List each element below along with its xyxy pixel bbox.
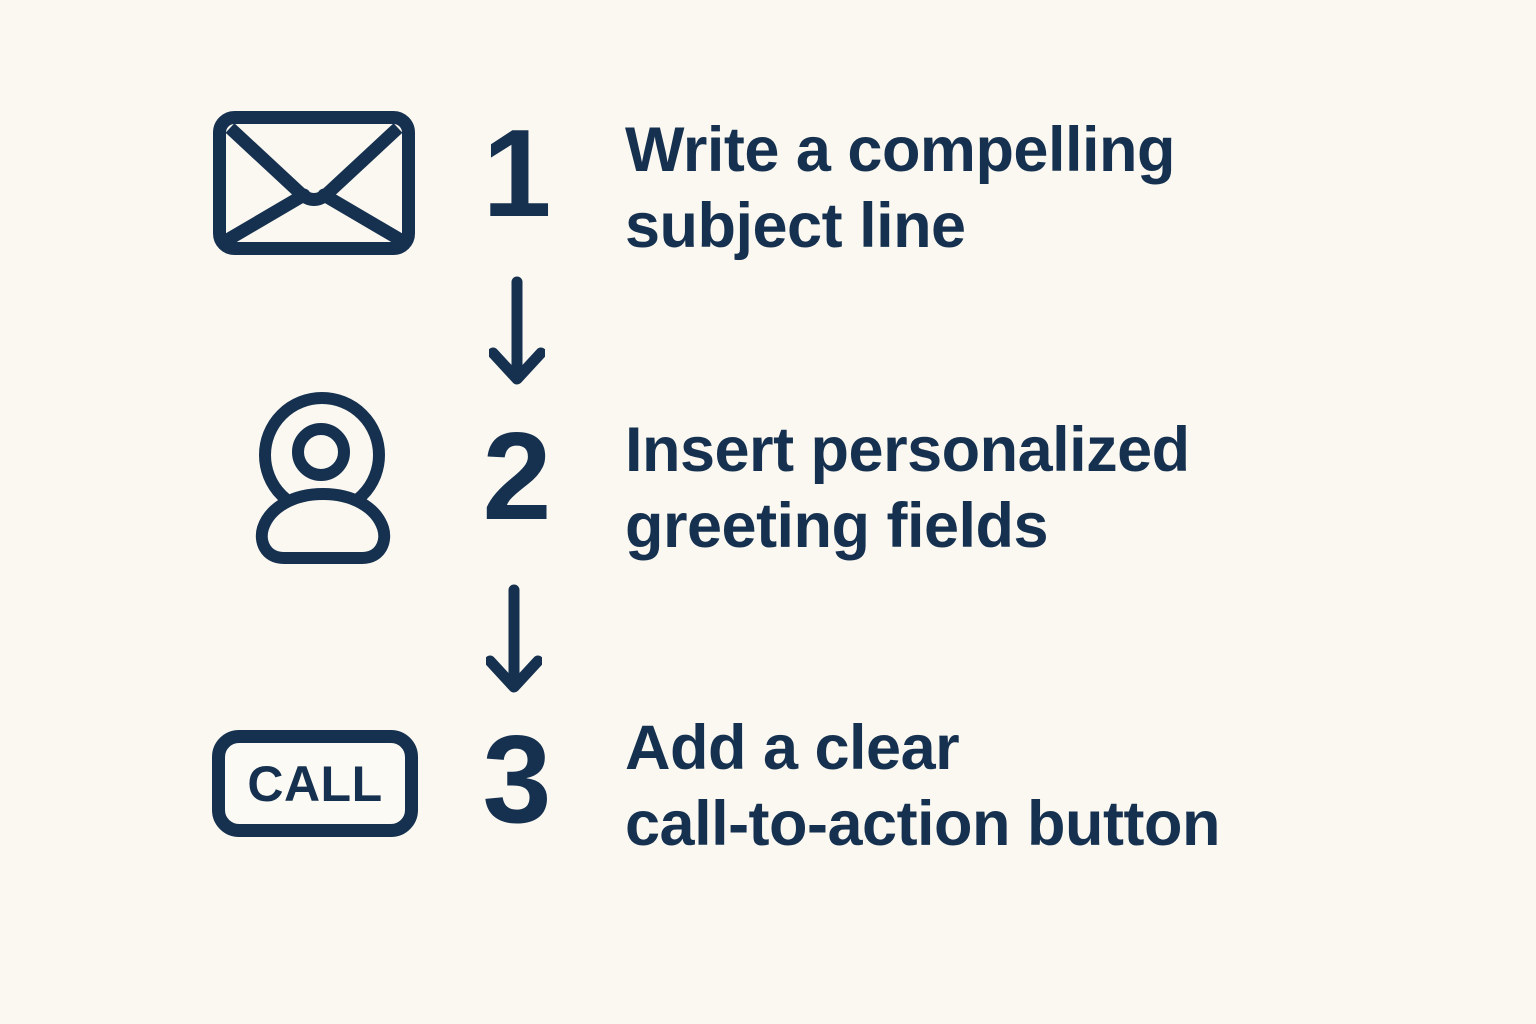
- step-2-number: 2: [482, 408, 552, 546]
- step-3-text-line2: call-to-action button: [625, 789, 1220, 859]
- step-1-text: Write a compelling subject line: [625, 112, 1175, 264]
- step-1-number: 1: [482, 105, 552, 243]
- step-2-text-line1: Insert personalized: [625, 415, 1190, 485]
- person-icon: [248, 392, 398, 568]
- step-2-text: Insert personalized greeting fields: [625, 412, 1190, 564]
- call-button-icon: CALL: [212, 730, 418, 837]
- call-button-label: CALL: [247, 755, 383, 812]
- arrow-down-icon: [489, 276, 545, 388]
- step-2-text-line2: greeting fields: [625, 491, 1049, 561]
- step-3-text-line1: Add a clear: [625, 713, 960, 783]
- step-1-text-line1: Write a compelling: [625, 115, 1175, 185]
- envelope-icon: [212, 110, 416, 256]
- step-3-number: 3: [482, 711, 552, 849]
- step-1-text-line2: subject line: [625, 191, 966, 261]
- arrow-down-icon: [486, 584, 542, 696]
- step-3-text: Add a clear call-to-action button: [625, 710, 1220, 862]
